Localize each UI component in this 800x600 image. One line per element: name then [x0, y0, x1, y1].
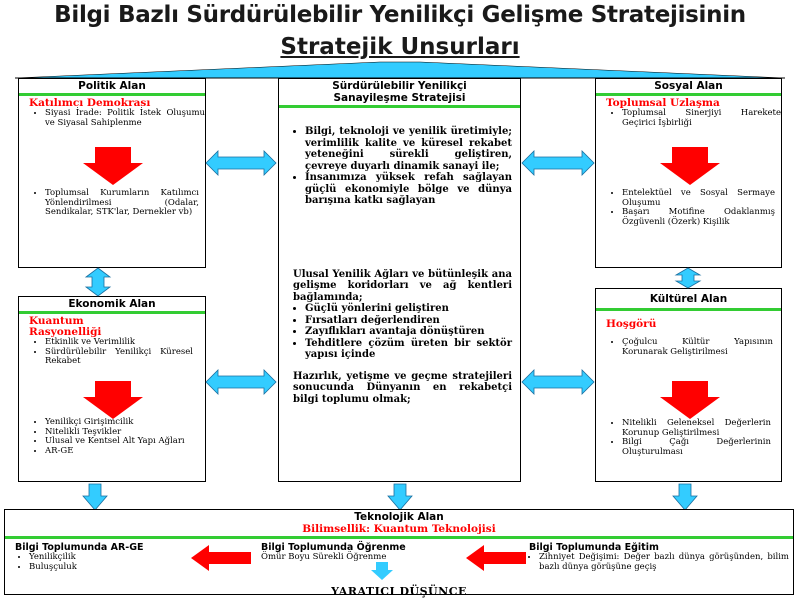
center-mid-list: Güçlü yönlerini geliştiren Fırsatları de… [279, 303, 520, 361]
vertical-double-arrow-icon [674, 267, 702, 289]
list-item: Sürdürülebilir Yenilikçi Küresel Rekabet [45, 347, 193, 367]
tech-col-list: Yenilikçilik Buluşçuluk [15, 552, 205, 573]
politik-subtitle: Katılımcı Demokrası [29, 97, 151, 109]
tech-col-egitim: Bilgi Toplumunda Eğitim Zihniyet Değişim… [529, 542, 789, 572]
sosyal-bottom-list: Entelektüel ve Sosyal Sermaye Oluşumu Ba… [596, 188, 775, 227]
list-item: Zihniyet Değişimi: Değer bazlı dünya gör… [539, 552, 789, 572]
tech-col-ogrenme: Bilgi Toplumunda Öğrenme Ömür Boyu Sürek… [261, 542, 461, 563]
teknolojik-subtitle: Bilimsellik: Kuantum Teknolojisi [302, 523, 496, 535]
list-item: Entelektüel ve Sosyal Sermaye Oluşumu [622, 188, 775, 208]
list-item: Başarı Motifine Odaklanmış Özgüvenli (Öz… [622, 207, 775, 227]
ekonomik-alan-box: Ekonomik Alan Kuantum Rasyonelliği Etkin… [18, 296, 206, 482]
ekonomik-subtitle: Kuantum Rasyonelliği [29, 315, 102, 338]
teknolojik-alan-title: Teknolojik Alan [354, 511, 444, 523]
page-title-line2: Stratejik Unsurları [280, 34, 520, 60]
center-title-line1: Sürdürülebilir Yenilikçi [332, 80, 467, 92]
list-item: Çoğulcu Kültür Yapısının Korunarak Geliş… [622, 337, 773, 357]
down-arrow-icon [82, 483, 108, 511]
list-item: Nitelikli Teşvikler [45, 427, 193, 438]
blue-down-arrow-icon [371, 562, 393, 580]
politik-bottom-list: Toplumsal Kurumların Katılımcı Yönlendir… [19, 188, 199, 218]
sosyal-alan-title: Sosyal Alan [654, 80, 723, 92]
list-item: Zayıflıkları avantaja dönüştüren [305, 326, 512, 338]
tech-col-title: Bilgi Toplumunda Eğitim [529, 542, 659, 553]
double-arrow-icon [205, 150, 277, 176]
list-item: Yenilikçilik [29, 552, 205, 563]
tech-col-title: Bilgi Toplumunda AR-GE [15, 542, 144, 553]
list-item: Etkinlik ve Verimlilik [45, 337, 193, 348]
politik-top-list: Siyasi İrade: Politik İstek Oluşumu ve S… [19, 108, 205, 128]
list-item: Nitelikli Geleneksel Değerlerin Korunup … [622, 418, 771, 438]
kulturel-alan-box: Kültürel Alan Hoşgörü Çoğulcu Kültür Yap… [595, 288, 782, 482]
politik-alan-box: Politik Alan Katılımcı Demokrası Siyasi … [18, 78, 206, 268]
down-arrow-icon [672, 483, 698, 511]
tech-col-title: Bilgi Toplumunda Öğrenme [261, 542, 406, 553]
kulturel-bottom-list: Nitelikli Geleneksel Değerlerin Korunup … [596, 418, 771, 457]
list-item: AR-GE [45, 446, 193, 457]
green-bar [596, 93, 781, 96]
top-connector [14, 61, 786, 79]
list-item: Ulusal ve Kentsel Alt Yapı Ağları [45, 436, 193, 447]
center-top-list: Bilgi, teknoloji ve yenilik üretimiyle; … [279, 126, 520, 207]
green-bar [19, 93, 205, 96]
list-item: Toplumsal Kurumların Katılımcı Yönlendir… [45, 188, 199, 218]
politik-alan-title: Politik Alan [78, 80, 146, 92]
list-item: Fırsatları değerlendiren [305, 315, 512, 327]
sosyal-subtitle: Toplumsal Uzlaşma [606, 97, 720, 109]
double-arrow-icon [205, 369, 277, 395]
footer-yaratici-dusunce: YARATICI DÜŞÜNCE [5, 580, 793, 599]
list-item: Yenilikçi Girişimcilik [45, 417, 193, 428]
list-item: Tehditlere çözüm üreten bir sektör yapıs… [305, 338, 512, 361]
kulturel-subtitle: Hoşgörü [606, 318, 657, 330]
list-item: Toplumsal Sinerjiyi Harekete Geçirici İş… [622, 108, 781, 128]
double-arrow-icon [521, 150, 595, 176]
red-down-arrow-icon [660, 381, 720, 419]
tech-col-list: Zihniyet Değişimi: Değer bazlı dünya gör… [529, 552, 789, 572]
center-title-line2: Sanayileşme Stratejisi [333, 92, 466, 104]
kulturel-top-list: Çoğulcu Kültür Yapısının Korunarak Geliş… [596, 337, 781, 357]
center-strategy-box: Sürdürülebilir Yenilikçi Sanayileşme Str… [278, 78, 521, 482]
red-down-arrow-icon [83, 147, 143, 185]
red-down-arrow-icon [83, 381, 143, 419]
ekonomik-alan-title: Ekonomik Alan [68, 298, 156, 310]
red-left-arrow-icon [466, 545, 526, 571]
page-title-line1: Bilgi Bazlı Sürdürülebilir Yenilikçi Gel… [54, 2, 746, 28]
tech-col-arge: Bilgi Toplumunda AR-GE Yenilikçilik Bulu… [15, 542, 205, 572]
center-paragraph: Ulusal Yenilik Ağları ve bütünleşik ana … [293, 268, 512, 303]
footer-label: YARATICI DÜŞÜNCE [331, 585, 467, 598]
list-item: Siyasi İrade: Politik İstek Oluşumu ve S… [45, 108, 205, 128]
red-left-arrow-icon [191, 545, 251, 571]
kulturel-alan-title: Kültürel Alan [649, 293, 728, 305]
green-bar [596, 308, 781, 311]
list-item: Bilgi, teknoloji ve yenilik üretimiyle; … [305, 126, 512, 172]
green-bar [279, 105, 520, 108]
list-item: İnsanımıza yüksek refah sağlayan güçlü e… [305, 172, 512, 207]
green-bar [19, 311, 205, 314]
green-bar [5, 536, 793, 539]
double-arrow-icon [521, 369, 595, 395]
sosyal-alan-box: Sosyal Alan Toplumsal Uzlaşma Toplumsal … [595, 78, 782, 268]
ekonomik-bottom-list: Yenilikçi Girişimcilik Nitelikli Teşvikl… [19, 417, 193, 457]
vertical-double-arrow-icon [84, 267, 112, 297]
down-arrow-icon [387, 483, 413, 511]
tech-col-text: Ömür Boyu Sürekli Öğrenme [261, 552, 387, 562]
list-item: Güçlü yönlerini geliştiren [305, 303, 512, 315]
red-down-arrow-icon [660, 147, 720, 185]
ekonomik-top-list: Etkinlik ve Verimlilik Sürdürülebilir Ye… [19, 337, 205, 367]
list-item: Buluşçuluk [29, 562, 205, 573]
teknolojik-alan-box: Teknolojik Alan Bilimsellik: Kuantum Tek… [4, 509, 794, 598]
list-item: Bilgi Çağı Değerlerinin Oluşturulması [622, 437, 771, 457]
sosyal-top-list: Toplumsal Sinerjiyi Harekete Geçirici İş… [596, 108, 781, 128]
center-closing: Hazırlık, yetişme ve geçme stratejileri … [293, 370, 512, 405]
